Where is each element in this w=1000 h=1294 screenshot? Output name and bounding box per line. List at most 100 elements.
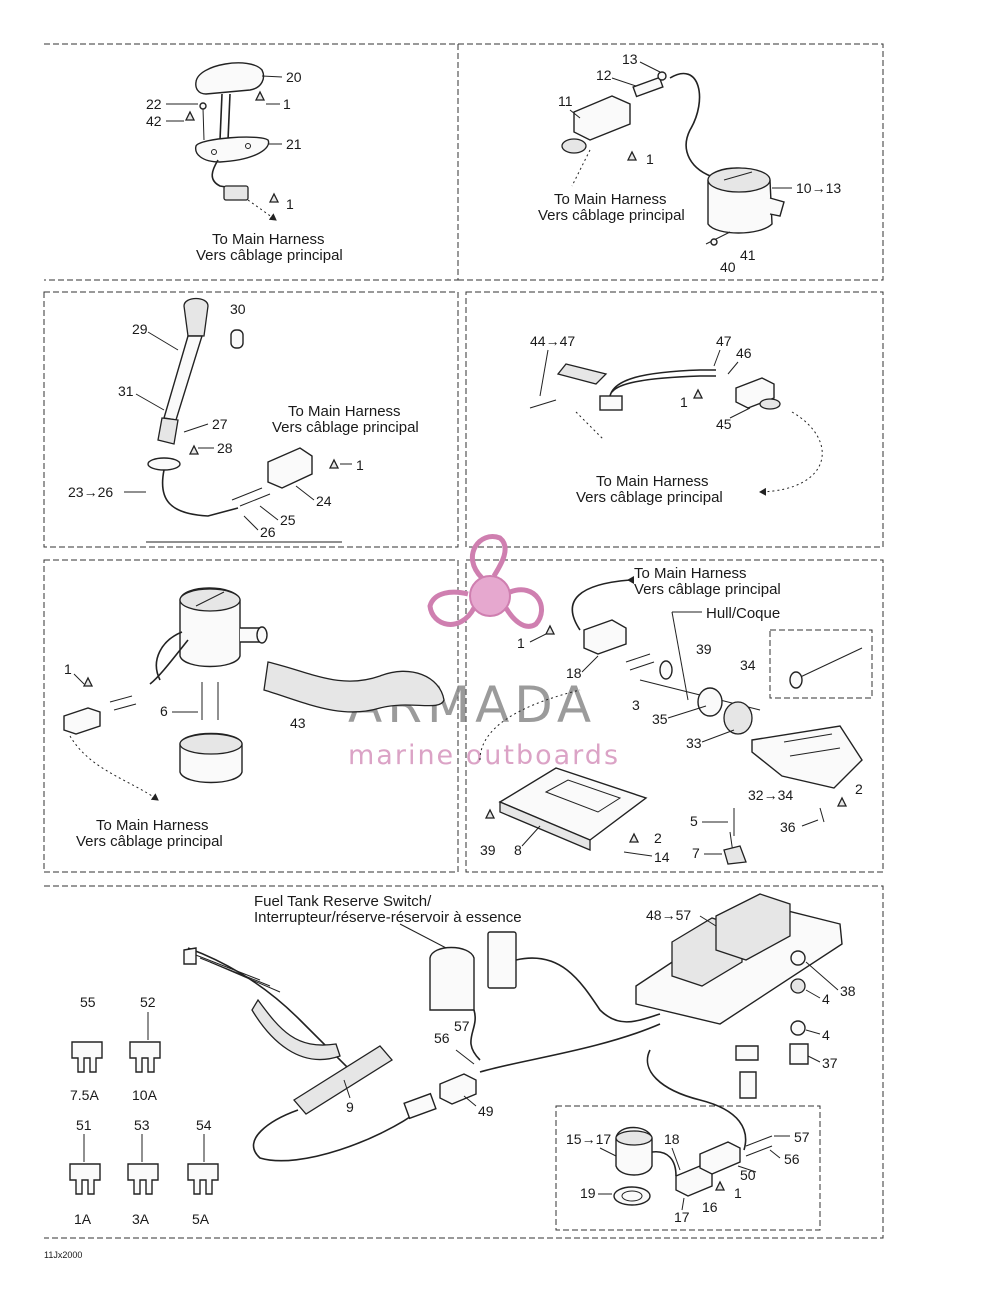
label-27: 27 — [212, 416, 228, 432]
label-4a: 4 — [822, 991, 830, 1007]
label-2a: 2 — [855, 781, 863, 797]
label-1: 1 — [646, 151, 654, 167]
fuse-54-rating: 5A — [192, 1211, 210, 1227]
fuse-52-rating: 10A — [132, 1087, 158, 1103]
panel-top-left: 20 1 22 42 21 1 To Main Harness Vers câb… — [146, 62, 343, 264]
label-17: 17 — [674, 1209, 690, 1225]
fuse-55 — [71, 1041, 103, 1073]
light-dome — [195, 62, 265, 95]
switch-title-fr: Interrupteur/réserve-réservoir à essence — [254, 909, 522, 926]
label-43: 43 — [290, 715, 306, 731]
harness-fr-6: Vers câblage principal — [634, 581, 781, 598]
harness-en-6: To Main Harness — [634, 565, 747, 582]
watermark-tagline: marine outboards — [348, 740, 620, 771]
panel-mid-right: 44→47 47 46 1 45 To Main Harness Vers câ… — [529, 333, 823, 506]
label-47: 47 — [716, 333, 732, 349]
propeller-logo — [427, 534, 544, 629]
fuse-51-num: 51 — [76, 1117, 92, 1133]
label-22: 22 — [146, 96, 162, 112]
label-36: 36 — [780, 819, 796, 835]
label-46: 46 — [736, 345, 752, 361]
label-26: 26 — [260, 524, 276, 540]
label-40: 40 — [720, 259, 736, 275]
light-connector — [223, 185, 249, 201]
label-35: 35 — [652, 711, 668, 727]
label-hull: Hull/Coque — [706, 605, 780, 622]
pole-tube — [163, 335, 203, 421]
label-14: 14 — [654, 849, 670, 865]
label-1: 1 — [64, 661, 72, 677]
pole-connector — [267, 447, 313, 489]
switch-title-en: Fuel Tank Reserve Switch/ — [254, 893, 432, 910]
panel-frame-top-left — [44, 43, 459, 281]
label-18: 18 — [664, 1131, 680, 1147]
panel-frame-top-right — [458, 43, 884, 281]
fuse-54 — [187, 1163, 219, 1195]
label-23-26: 23→26 — [68, 484, 113, 500]
harness-en-5: To Main Harness — [96, 817, 209, 834]
panel-top-right: 13 12 11 1 10→13 41 40 To Main Harness V… — [538, 51, 841, 275]
label-56b: 56 — [784, 1151, 800, 1167]
label-28: 28 — [217, 440, 233, 456]
label-12: 12 — [596, 67, 612, 83]
label-2b: 2 — [654, 830, 662, 846]
label-16: 16 — [702, 1199, 718, 1215]
label-44-47: 44→47 — [530, 333, 575, 349]
fuse-53-num: 53 — [134, 1117, 150, 1133]
panel-frame-bottom — [44, 885, 884, 1239]
harness-fr-4: Vers câblage principal — [576, 489, 723, 506]
label-57b: 57 — [794, 1129, 810, 1145]
plug-body — [573, 95, 631, 141]
panel-frame-mid-right — [465, 291, 884, 548]
transducer-plate — [498, 767, 648, 841]
label-21: 21 — [286, 136, 302, 152]
label-30: 30 — [230, 301, 246, 317]
main-harness — [187, 947, 361, 1081]
label-19: 19 — [580, 1185, 596, 1201]
pole-lens — [183, 297, 209, 337]
pump-hose — [263, 661, 445, 713]
harness-en-2: To Main Harness — [554, 191, 667, 208]
fuse-52-num: 52 — [140, 994, 156, 1010]
label-24: 24 — [316, 493, 332, 509]
panel-low-right: Hull/Coque 1 18 39 34 3 35 33 32→34 2 36… — [479, 565, 873, 865]
light-base — [195, 136, 270, 163]
label-3: 3 — [632, 697, 640, 713]
reserve-switch — [429, 946, 475, 1011]
label-42: 42 — [146, 113, 162, 129]
label-11: 11 — [558, 93, 573, 109]
label-18: 18 — [566, 665, 582, 681]
panel-low-left: 1 6 43 To Main Harness Vers câblage prin… — [63, 587, 445, 850]
fuse-53-rating: 3A — [132, 1211, 150, 1227]
panel-frame-low-right — [465, 559, 884, 873]
label-4b: 4 — [822, 1027, 830, 1043]
label-25: 25 — [280, 512, 296, 528]
harness-fr-2: Vers câblage principal — [538, 207, 685, 224]
transducer-pin-box — [769, 629, 873, 699]
label-20: 20 — [286, 69, 302, 85]
panel-frame-low-left — [43, 559, 459, 873]
label-34: 34 — [740, 657, 756, 673]
watermark: ARMADA marine outboards — [348, 534, 620, 771]
harness-en-1: To Main Harness — [212, 231, 325, 248]
panel-frame-inset — [555, 1105, 821, 1231]
fuse-51 — [69, 1163, 101, 1195]
label-1: 1 — [356, 457, 364, 473]
label-49: 49 — [478, 1103, 494, 1119]
label-33: 33 — [686, 735, 702, 751]
label-32-34: 32→34 — [748, 787, 793, 803]
fuse-52 — [129, 1041, 161, 1073]
harness-fr-1: Vers câblage principal — [196, 247, 343, 264]
label-37: 37 — [822, 1055, 838, 1071]
fuse-55-num: 55 — [80, 994, 96, 1010]
harness-en-4: To Main Harness — [596, 473, 709, 490]
label-6: 6 — [160, 703, 168, 719]
fuse-53 — [127, 1163, 159, 1195]
label-31: 31 — [118, 383, 134, 399]
label-1b: 1 — [286, 196, 294, 212]
drawing-code: 11Jx2000 — [44, 1250, 82, 1260]
fuse-55-rating: 7.5A — [70, 1087, 99, 1103]
label-39a: 39 — [696, 641, 712, 657]
label-13: 13 — [622, 51, 638, 67]
